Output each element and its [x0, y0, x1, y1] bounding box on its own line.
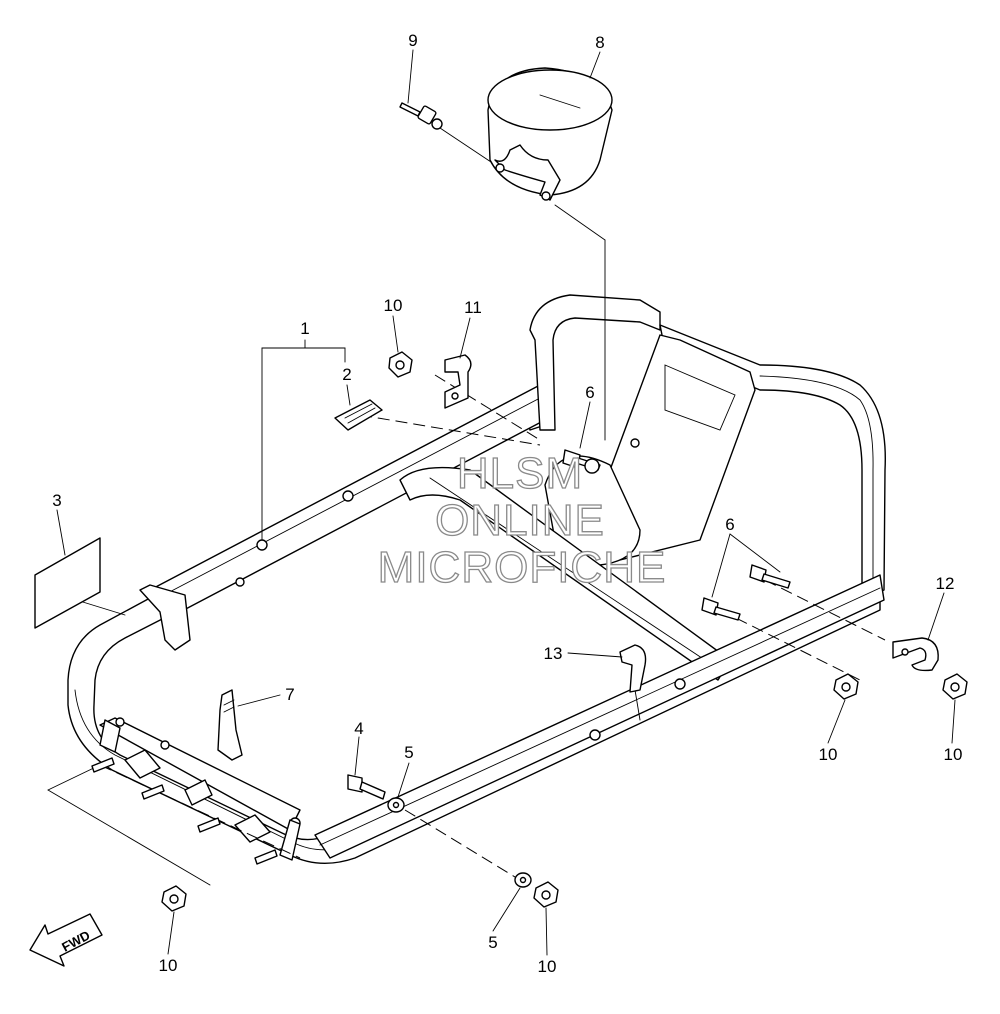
- fwd-arrow-icon: FWD: [29, 913, 103, 967]
- callout-4: 4: [354, 719, 363, 738]
- callout-3: 3: [52, 491, 61, 510]
- part-7-strap: [217, 689, 243, 761]
- part-11-clip: [444, 354, 472, 409]
- callout-1: 1: [300, 319, 309, 338]
- watermark-line-1: HLSM: [457, 449, 583, 498]
- callout-12: 12: [936, 574, 955, 593]
- part-2-grommet: [334, 399, 383, 431]
- callout-6-upper: 6: [585, 383, 594, 402]
- part-12-clip: [892, 637, 939, 672]
- watermark-line-2: ONLINE: [435, 496, 605, 545]
- callout-10-right-a: 10: [819, 745, 838, 764]
- leader-lines: [47, 127, 886, 886]
- callout-6-lower: 6: [725, 515, 734, 534]
- callout-10-bottom-right: 10: [538, 957, 557, 976]
- callout-5-upper: 5: [404, 743, 413, 762]
- part-8-round-housing: [487, 67, 613, 201]
- callout-10-bottom-left: 10: [159, 956, 178, 975]
- part-13-clip: [619, 644, 647, 693]
- front-studs: [91, 757, 278, 865]
- callout-labels: 9 8 1 10 11 2 6 3 6 12 13 7 4 5 10 10 5 …: [52, 31, 962, 976]
- part-10-nuts: [161, 351, 968, 912]
- callout-leaders: [56, 49, 956, 956]
- part-4-bolt: [347, 774, 386, 800]
- callout-2: 2: [342, 365, 351, 384]
- callout-5-lower: 5: [488, 933, 497, 952]
- part-9-rivet: [399, 102, 443, 130]
- callout-9: 9: [408, 31, 417, 50]
- callout-8: 8: [595, 33, 604, 52]
- frame-assembly: [67, 294, 886, 865]
- callout-10-right-b: 10: [944, 745, 963, 764]
- callout-13: 13: [544, 644, 563, 663]
- part-5-washers: [387, 797, 532, 888]
- part-6-bolts: [562, 449, 791, 621]
- watermark-line-3: MICROFICHE: [378, 543, 667, 592]
- callout-11: 11: [464, 298, 482, 317]
- callout-1-bracket: [261, 339, 346, 541]
- part-3-label: [34, 537, 101, 629]
- watermark: HLSM ONLINE MICROFICHE: [377, 448, 667, 592]
- callout-7: 7: [285, 685, 294, 704]
- callout-10-top: 10: [384, 296, 403, 315]
